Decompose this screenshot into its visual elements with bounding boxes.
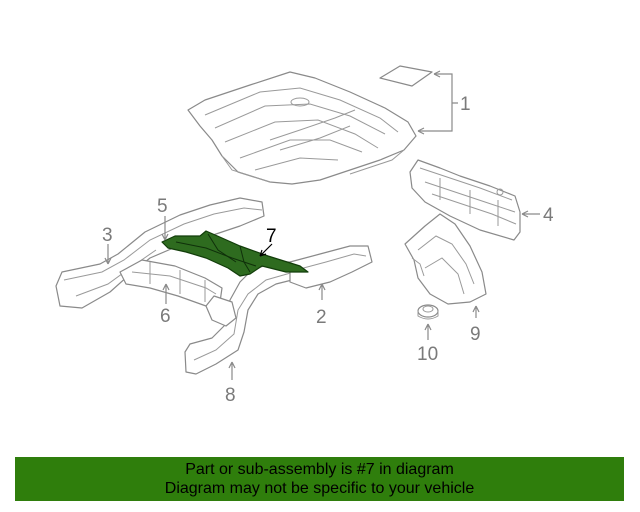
callout-6: 6 <box>160 306 171 327</box>
callout-3: 3 <box>102 225 113 246</box>
callout-8: 8 <box>225 385 236 406</box>
callout-7: 7 <box>266 226 277 247</box>
callout-5: 5 <box>157 196 168 217</box>
info-banner: Part or sub-assembly is #7 in diagram Di… <box>15 457 624 501</box>
callout-8-leader <box>228 361 236 380</box>
callout-2-leader <box>318 283 326 300</box>
banner-line-2: Diagram may not be specific to your vehi… <box>164 480 475 497</box>
callout-4: 4 <box>543 205 554 226</box>
plug-part <box>417 304 439 320</box>
callout-9: 9 <box>470 324 481 345</box>
callout-2: 2 <box>316 307 327 328</box>
parts-diagram: 1 4 9 10 <box>55 65 554 406</box>
callout-10: 10 <box>417 344 438 365</box>
callout-10-leader <box>424 323 432 340</box>
floor-pan-part <box>187 71 417 185</box>
highlighted-part-7 <box>161 230 309 277</box>
rear-panel-part <box>409 159 521 241</box>
callout-1-leader <box>418 73 458 132</box>
wheelhouse-panel-part <box>404 213 487 305</box>
callout-3-leader <box>104 244 112 265</box>
callout-1: 1 <box>460 94 471 115</box>
callout-5-leader <box>161 216 169 241</box>
frame-assembly <box>55 197 373 375</box>
callout-4-leader <box>521 210 540 218</box>
callout-7-leader <box>259 243 273 257</box>
floor-pad-part <box>379 65 433 87</box>
banner-line-1: Part or sub-assembly is #7 in diagram <box>185 461 454 478</box>
callout-9-leader <box>472 305 480 318</box>
callout-6-leader <box>162 283 170 304</box>
